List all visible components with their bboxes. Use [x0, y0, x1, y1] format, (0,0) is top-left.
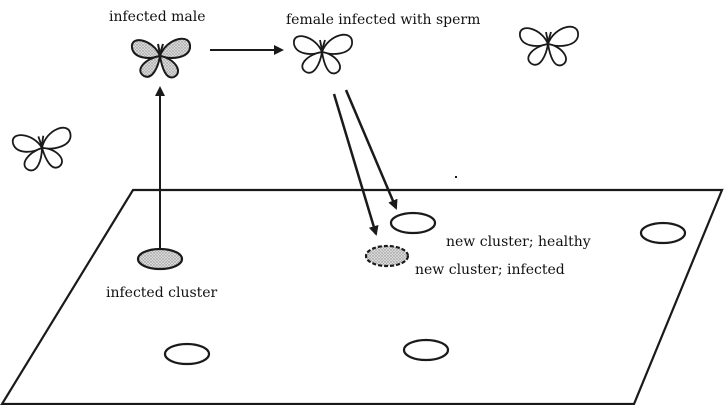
new-cluster-healthy	[391, 213, 435, 233]
butterfly-icon-right	[520, 27, 578, 66]
cluster-ellipse-right	[641, 223, 685, 243]
female-butterfly-icon	[294, 35, 352, 74]
stray-dot	[455, 176, 457, 178]
new-cluster-infected	[366, 246, 408, 266]
arrow-female-to-infected-cluster	[334, 94, 376, 234]
butterfly-icon-left	[12, 127, 75, 173]
label-infected-cluster: infected cluster	[106, 285, 217, 301]
label-new-cluster-healthy: new cluster; healthy	[446, 234, 591, 250]
cluster-ellipse-bottom-left	[165, 344, 209, 364]
label-infected-male: infected male	[109, 9, 206, 25]
label-new-cluster-infected: new cluster; infected	[415, 262, 565, 278]
label-female-infected: female infected with sperm	[286, 12, 480, 28]
cluster-ellipse-bottom-center	[404, 340, 448, 360]
infected-cluster	[138, 249, 182, 269]
infected-male-butterfly-icon	[132, 39, 190, 78]
